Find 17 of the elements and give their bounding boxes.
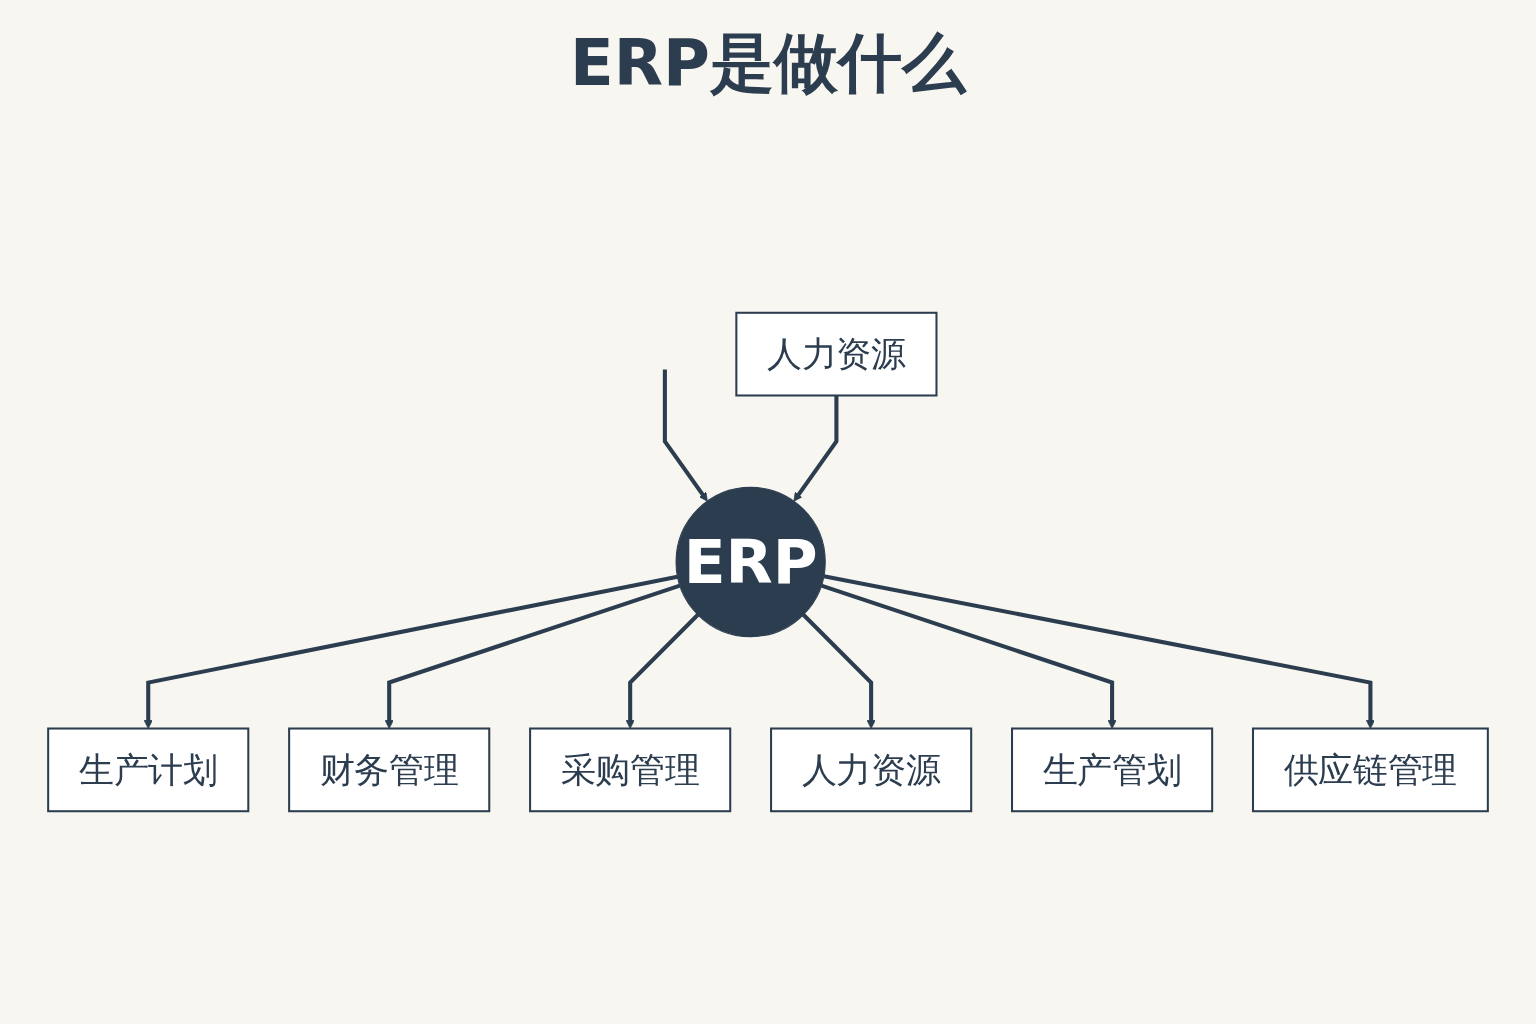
arrow [820, 583, 1117, 729]
arrow [143, 574, 678, 729]
node-box: 采购管理 [529, 727, 732, 813]
node-circle: ERP [675, 486, 826, 638]
node-box: 人力资源 [735, 311, 938, 397]
node-box: 财务管理 [288, 727, 491, 813]
node-box: 供应链管理 [1251, 727, 1489, 813]
node-box: 人力资源 [770, 727, 973, 813]
arrow [793, 395, 839, 502]
node-box: 生产管划 [1011, 727, 1214, 813]
arrow [625, 613, 700, 729]
node-box: 生产计划 [47, 727, 250, 813]
diagram-title: ERP是做什么 [570, 26, 966, 100]
arrow [384, 583, 681, 729]
arrow [823, 574, 1375, 729]
arrow [801, 613, 876, 729]
arrow [662, 369, 708, 502]
